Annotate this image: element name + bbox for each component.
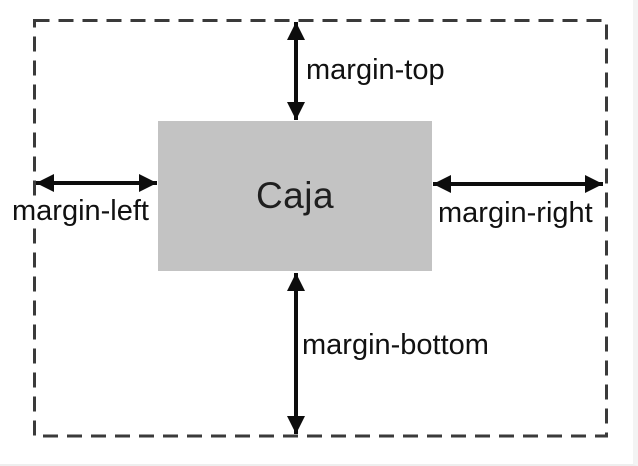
caja-box-label: Caja <box>255 175 335 216</box>
margin-boundary-dashed-border <box>33 19 608 438</box>
margin-bottom-label: margin-bottom <box>302 329 489 361</box>
caja-box: Caja <box>158 121 432 271</box>
margin-top-label: margin-top <box>306 54 445 86</box>
margin-right-label: margin-right <box>438 197 593 229</box>
margin-left-label: margin-left <box>12 195 149 227</box>
